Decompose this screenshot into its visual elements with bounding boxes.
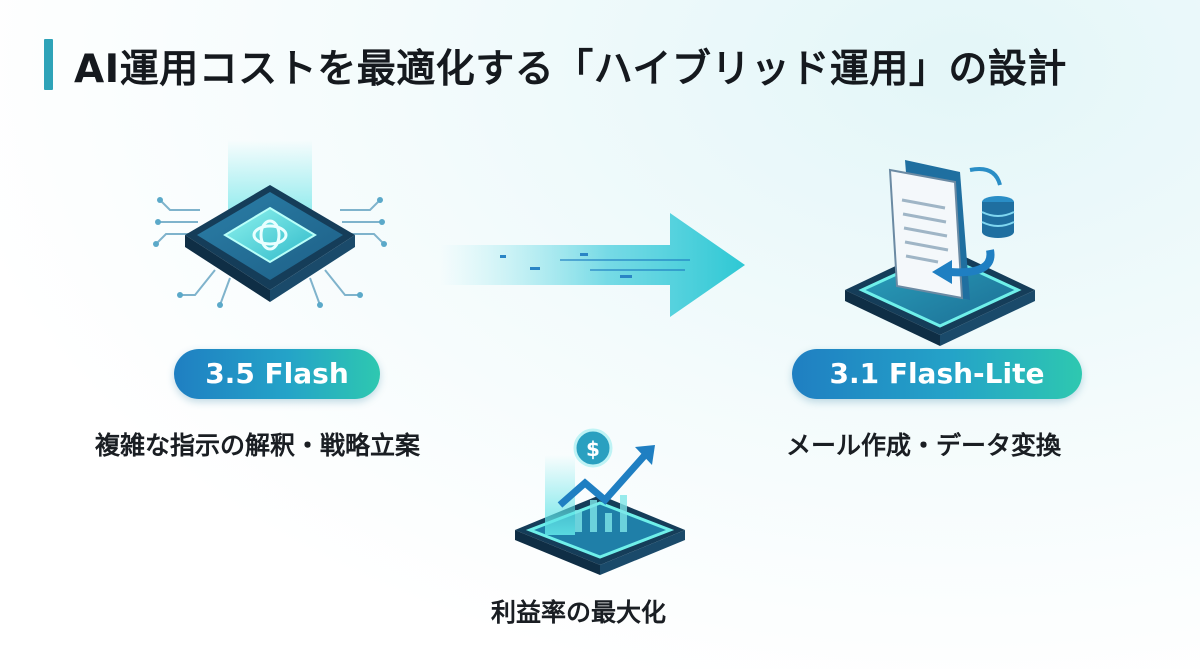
right-arrow-icon bbox=[440, 213, 745, 317]
dollar-coin-icon: $ bbox=[573, 428, 613, 468]
outcome-description: 利益率の最大化 bbox=[491, 598, 667, 627]
model-label-right: 3.1 Flash-Lite bbox=[792, 349, 1082, 399]
model-description-right: メール作成・データ変換 bbox=[786, 431, 1062, 460]
ai-chip-icon bbox=[153, 140, 387, 308]
page-title: AI運用コストを最適化する「ハイブリッド運用」の設計 bbox=[74, 47, 1067, 92]
title-accent-bar bbox=[44, 39, 53, 90]
svg-text:$: $ bbox=[586, 437, 600, 461]
model-label-left: 3.5 Flash bbox=[174, 349, 380, 399]
model-description-left: 複雑な指示の解釈・戦略立案 bbox=[95, 431, 421, 460]
profit-chart-icon bbox=[515, 445, 685, 575]
document-database-icon bbox=[845, 160, 1035, 346]
